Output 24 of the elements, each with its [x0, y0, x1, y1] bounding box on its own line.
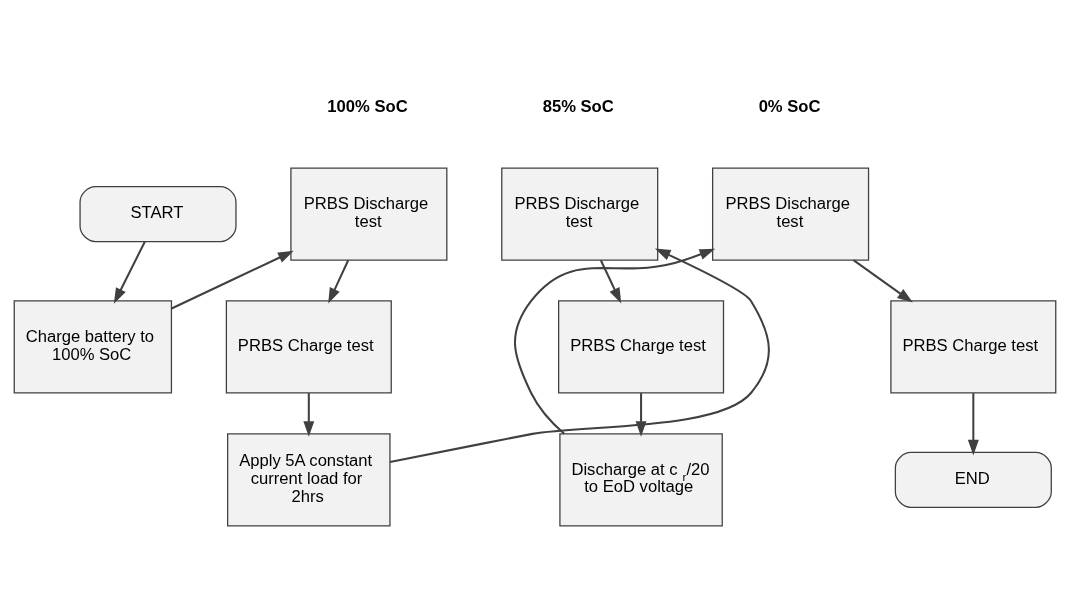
arrow [852, 258, 913, 303]
node-box: START [79, 185, 237, 242]
node-box: Charge battery to 100% SoC [13, 299, 173, 394]
node-box: Apply 5A constant current load for 2hrs [227, 432, 391, 527]
node-box: END [894, 451, 1052, 508]
arrow [635, 392, 647, 437]
node-box: PRBS Charge test [890, 299, 1057, 394]
node-box: PRBS Discharge test [712, 166, 870, 261]
node-box: PRBS Discharge test [501, 166, 659, 261]
arrow [514, 248, 716, 434]
node-box: PRBS Charge test [558, 299, 725, 394]
label: 85% SoC [542, 96, 614, 116]
node-box: Discharge at c$_{r}$/20 to EoD voltage [559, 432, 723, 527]
arrow [389, 248, 770, 463]
arrow [328, 259, 350, 304]
arrow [967, 392, 979, 455]
node-box: PRBS Discharge test [290, 166, 448, 261]
arrow [171, 250, 294, 309]
label: 100% SoC [327, 96, 408, 116]
node-box: PRBS Charge test [225, 299, 392, 394]
arrow [303, 392, 315, 437]
label: 0% SoC [758, 96, 821, 116]
arrow [113, 240, 146, 304]
arrow [599, 259, 622, 304]
